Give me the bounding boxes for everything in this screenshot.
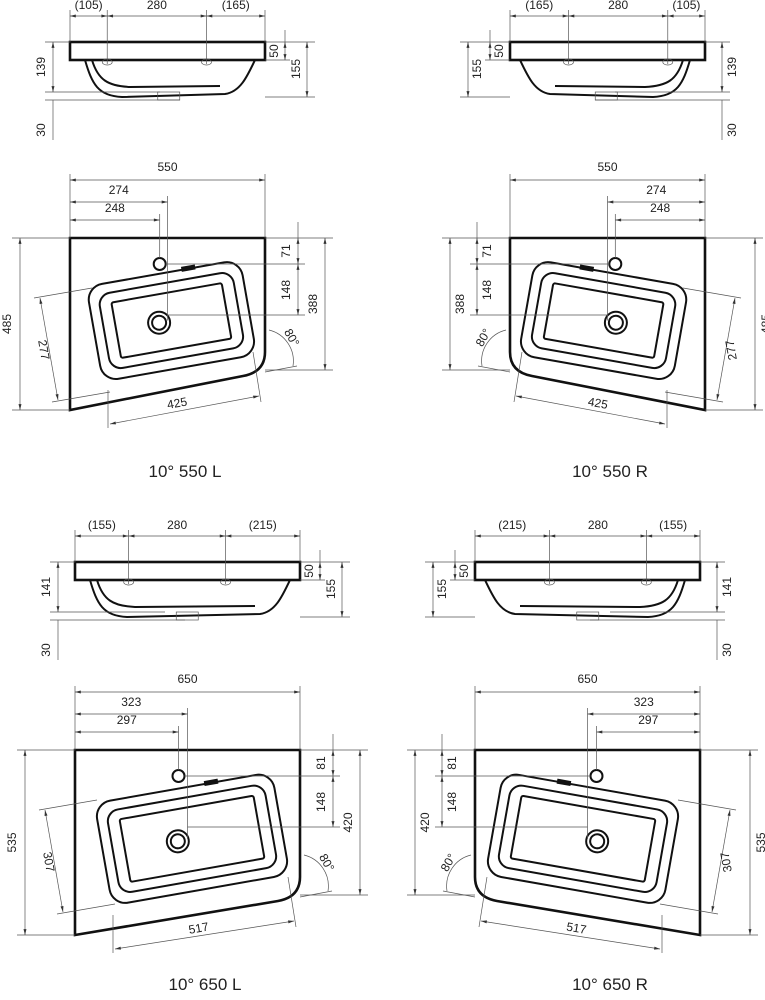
- plan-width-dimension: 650: [577, 672, 597, 686]
- left-height-dimension: 535: [754, 832, 765, 852]
- side-depth-dimension: 139: [34, 57, 48, 77]
- side-top-dimension: (165): [525, 0, 553, 12]
- side-rim-dimension: 50: [302, 564, 316, 578]
- side-top-dimension: (215): [249, 518, 277, 532]
- tap-near-dimension: 297: [638, 713, 658, 727]
- side-view: [425, 550, 725, 660]
- plan-width-dimension: 550: [597, 160, 617, 174]
- bowl-width-dimension: 517: [188, 919, 210, 936]
- left-height-dimension: 485: [759, 314, 765, 334]
- right-height-dimension: 388: [453, 294, 467, 314]
- side-top-dimension: (105): [672, 0, 700, 12]
- plan-view: [17, 686, 368, 953]
- side-view: [50, 550, 350, 660]
- side-top-dimension: (165): [222, 0, 250, 12]
- side-height-dimension: 155: [324, 579, 338, 599]
- side-top-dimension: 280: [147, 0, 167, 12]
- side-rim-dimension: 50: [492, 44, 506, 58]
- side-depth-dimension: 141: [39, 577, 53, 597]
- drawing-panel-3: (155) 280 (215) 141 30 50 155 650 323 297 535 81 148…: [5, 518, 368, 994]
- model-caption: 10° 650 L: [169, 975, 242, 994]
- drain-offset-dimension: 148: [279, 280, 293, 300]
- bowl-width-dimension: 517: [565, 920, 587, 937]
- side-top-dimension: (215): [498, 518, 526, 532]
- left-height-dimension: 485: [0, 314, 14, 334]
- side-drain-dimension: 30: [725, 123, 739, 137]
- bowl-depth-dimension: 307: [717, 851, 734, 873]
- plan-view: [12, 174, 333, 428]
- right-height-dimension: 420: [341, 812, 355, 832]
- side-height-dimension: 155: [470, 59, 484, 79]
- side-drain-dimension: 30: [34, 123, 48, 137]
- bowl-width-dimension: 425: [587, 395, 609, 412]
- tap-offset-dimension: 81: [314, 756, 328, 770]
- right-height-dimension: 420: [418, 812, 432, 832]
- drain-offset-dimension: 148: [445, 792, 459, 812]
- side-rim-dimension: 50: [457, 564, 471, 578]
- drawing-panel-4: (215) 280 (155) 141 30 50 155 650 323 297 535 81 148…: [407, 518, 765, 994]
- tap-offset-dimension: 71: [279, 244, 293, 258]
- bowl-depth-dimension: 307: [40, 851, 57, 873]
- side-top-dimension: 280: [167, 518, 187, 532]
- model-caption: 10° 650 R: [572, 975, 648, 994]
- side-top-dimension: (155): [659, 518, 687, 532]
- side-height-dimension: 155: [435, 579, 449, 599]
- side-top-dimension: (105): [75, 0, 103, 12]
- bowl-width-dimension: 425: [166, 394, 188, 411]
- drain-offset-dimension: 148: [314, 792, 328, 812]
- bowl-depth-dimension: 277: [722, 339, 739, 361]
- side-rim-dimension: 50: [267, 44, 281, 58]
- plan-width-dimension: 550: [157, 160, 177, 174]
- side-top-dimension: (155): [88, 518, 116, 532]
- tap-far-dimension: 274: [646, 183, 666, 197]
- angle-dimension: 80°: [281, 326, 302, 349]
- left-height-dimension: 535: [5, 832, 19, 852]
- plan-view: [442, 174, 763, 428]
- side-top-dimension: 280: [588, 518, 608, 532]
- angle-dimension: 80°: [316, 851, 337, 874]
- side-drain-dimension: 30: [39, 643, 53, 657]
- side-drain-dimension: 30: [720, 643, 734, 657]
- tap-offset-dimension: 81: [445, 756, 459, 770]
- side-depth-dimension: 141: [720, 577, 734, 597]
- plan-view: [407, 686, 758, 953]
- side-view: [45, 30, 315, 140]
- drain-offset-dimension: 148: [480, 280, 494, 300]
- model-caption: 10° 550 L: [149, 462, 222, 481]
- tap-near-dimension: 248: [650, 201, 670, 215]
- tap-far-dimension: 323: [634, 695, 654, 709]
- side-height-dimension: 155: [289, 59, 303, 79]
- side-top-dimension: 280: [608, 0, 628, 12]
- bowl-depth-dimension: 277: [35, 339, 52, 361]
- plan-width-dimension: 650: [177, 672, 197, 686]
- tap-far-dimension: 274: [109, 183, 129, 197]
- tap-far-dimension: 323: [121, 695, 141, 709]
- drawing-panel-2: (165) 280 (105) 139 30 50 155 550 274 248 485 71 148…: [442, 0, 765, 481]
- tap-near-dimension: 248: [105, 201, 125, 215]
- side-view: [460, 30, 730, 140]
- right-height-dimension: 388: [306, 294, 320, 314]
- drawing-panel-1: (105) 280 (165) 139 30 50 155 550 274 248 485 71 148…: [0, 0, 333, 481]
- tap-near-dimension: 297: [117, 713, 137, 727]
- tap-offset-dimension: 71: [480, 244, 494, 258]
- side-depth-dimension: 139: [725, 57, 739, 77]
- angle-dimension: 80°: [473, 326, 494, 349]
- model-caption: 10° 550 R: [572, 462, 648, 481]
- angle-dimension: 80°: [438, 851, 459, 874]
